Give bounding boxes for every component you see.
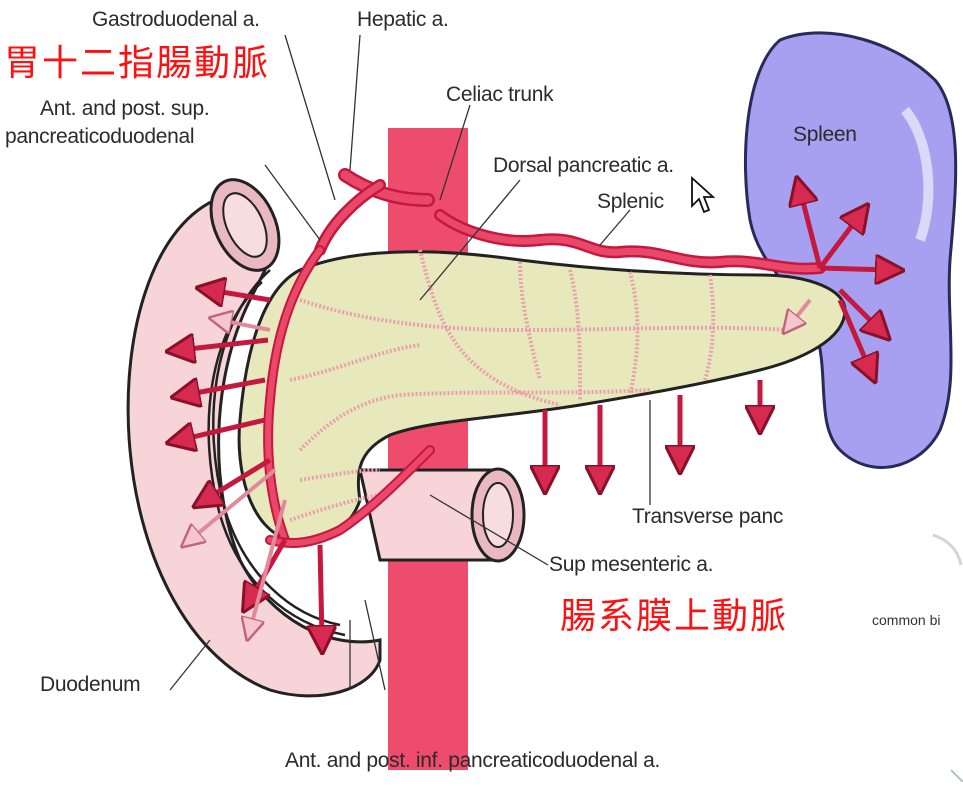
label-duodenum: Duodenum [40, 673, 140, 697]
inset-shading [833, 480, 963, 782]
label-celiac-trunk: Celiac trunk [446, 83, 553, 107]
label-dorsal-pancreatic: Dorsal pancreatic a. [493, 154, 674, 178]
spleen-shape [745, 33, 955, 468]
annotation-gastroduodenal-cn: 胃十二指腸動脈 [4, 44, 270, 84]
label-splenic: Splenic [597, 190, 664, 214]
label-common-bile: common bi [872, 612, 940, 628]
annotation-sup-mesenteric-cn: 腸系膜上動脈 [560, 597, 788, 637]
mouse-pointer-icon [690, 176, 716, 216]
label-spleen: Spleen [793, 123, 857, 147]
label-hepatic: Hepatic a. [357, 8, 449, 32]
label-transverse-pancreatic: Transverse panc [632, 505, 783, 529]
label-inferior-pancreaticoduodenal: Ant. and post. inf. pancreaticoduodenal … [285, 749, 660, 773]
label-ant-post-sup-line2: pancreaticoduodenal [5, 125, 194, 149]
label-gastroduodenal: Gastroduodenal a. [92, 8, 260, 32]
pancreas-shape [239, 252, 845, 541]
inset-image-fragment [833, 480, 963, 782]
label-ant-post-sup-line1: Ant. and post. sup. [40, 97, 209, 121]
label-sup-mesenteric: Sup mesenteric a. [549, 553, 713, 577]
